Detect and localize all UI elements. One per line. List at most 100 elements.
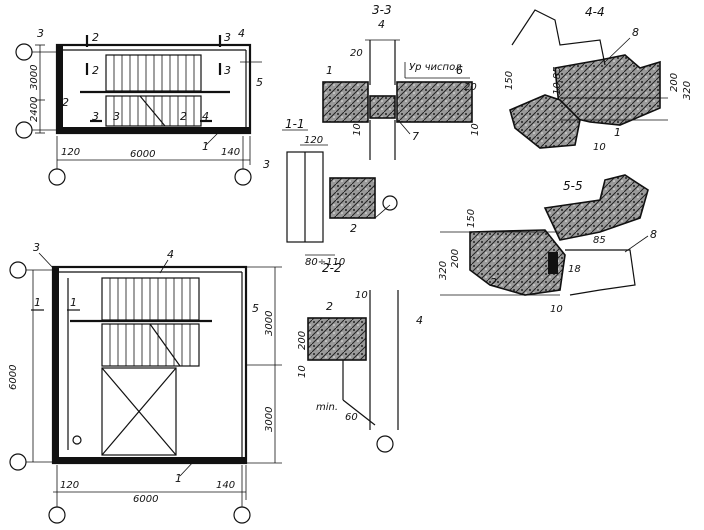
plan-top-mark-3d: 3: [224, 31, 231, 44]
plan-top-mark-3c: 3: [113, 110, 120, 123]
section-1-1: 1-1 120 3 2 80÷110: [263, 117, 398, 268]
plan-top-mark-4b: 4: [202, 110, 209, 123]
section-3-3-slab-left: [322, 81, 369, 123]
plan-bottom-mark-4: 4: [167, 248, 174, 261]
plan-top-dim-6000: 6000: [130, 149, 155, 160]
section-2-2-dim-200: 200: [297, 331, 308, 350]
section-2-2: 2-2 2 4 200 10 10 min. 60: [297, 261, 423, 453]
section-3-3-mark-4: 4: [378, 18, 385, 31]
plan-top-grid-bubble-a: [15, 43, 33, 61]
plan-bottom-mark-1c: 1: [175, 472, 182, 485]
section-4-4: 4-4 8 150 10,85 200 320 1 10: [504, 5, 693, 153]
plan-bottom-opening: [101, 367, 177, 456]
plan-top-dim-3000: 3000: [29, 65, 40, 90]
section-2-2-slab: [307, 317, 367, 361]
plan-top-mark-2d: 2: [180, 110, 187, 123]
plan-bottom: 6000 3000 3000 120 6000 140 3 4 5 1 1 1: [8, 241, 282, 524]
plan-top-dim-140: 140: [221, 147, 240, 158]
plan-top: 120 6000 140 2400 3000 3 2 2 2 3 3 2 4 3…: [15, 27, 263, 186]
plan-top-wall-left: [57, 45, 63, 133]
section-5-5-upper-flight: [543, 174, 649, 241]
section-2-2-mark-2: 2: [326, 300, 333, 313]
plan-bottom-wall-left: [53, 267, 59, 463]
plan-top-dim-2400: 2400: [29, 97, 40, 122]
plan-bottom-dim-3000-upper: 3000: [264, 311, 275, 336]
plan-top-mark-5: 5: [256, 76, 263, 89]
section-4-4-dim-10-85: 10,85: [552, 66, 563, 95]
plan-bottom-dim-6000-vert: 6000: [8, 365, 19, 390]
plan-top-flight-lower: [105, 95, 202, 127]
section-3-3-dim-20: 20: [350, 48, 363, 59]
plan-bottom-mark-3: 3: [33, 241, 40, 254]
section-3-3-dim-10a: 10: [352, 123, 363, 136]
section-3-3: 3-3 Ур чиспол 4 20 1 6 20 10 10 7: [322, 3, 481, 160]
plan-top-dim-120: 120: [61, 147, 80, 158]
plan-bottom-grid-bubble-a: [9, 261, 27, 279]
section-3-3-core: [369, 95, 396, 119]
plan-bottom-grid-bubble-c: [48, 506, 66, 524]
section-3-3-dim-20b: 20: [464, 82, 477, 93]
plan-bottom-mark-1b: 1: [70, 296, 77, 309]
section-5-5-dim-85: 85: [593, 235, 606, 246]
section-5-5-support: [548, 252, 558, 274]
plan-bottom-flight-upper: [101, 277, 200, 321]
section-1-1-slab: [329, 177, 376, 219]
section-4-4-dim-10: 10: [593, 142, 606, 153]
section-5-5-dim-320: 320: [438, 261, 449, 280]
section-5-5-title: 5-5: [563, 179, 583, 193]
plan-bottom-outline: [51, 265, 248, 465]
plan-bottom-grid-bubble-b: [9, 453, 27, 471]
section-1-1-title: 1-1: [285, 117, 305, 131]
plan-bottom-wall-bottom: [53, 457, 246, 462]
section-3-3-dim-10b: 10: [470, 123, 481, 136]
section-4-4-mark-1: 1: [614, 126, 621, 139]
section-2-2-dim-10b: 10: [355, 290, 368, 301]
section-4-4-dim-320: 320: [682, 81, 693, 100]
plan-top-wall-bottom: [57, 127, 250, 132]
plan-bottom-dim-3000-lower: 3000: [264, 407, 275, 432]
section-3-3-mark-1: 1: [326, 64, 333, 77]
section-5-5-mark-8: 8: [650, 228, 657, 241]
section-1-1-dim-80-110: 80÷110: [305, 257, 345, 268]
section-4-4-dim-150: 150: [504, 71, 515, 90]
section-4-4-dim-200: 200: [669, 73, 680, 92]
section-1-1-mark-2: 2: [350, 222, 357, 235]
plan-top-grid-bubble-d: [234, 168, 252, 186]
section-5-5-landing: [469, 229, 566, 296]
section-4-4-flight: [509, 94, 581, 149]
section-3-3-floor-level: Ур чиспол: [409, 62, 462, 73]
section-5-5-dim-200: 200: [450, 249, 461, 268]
section-2-2-dim-min: min.: [316, 402, 338, 413]
plan-top-mark-3b: 3: [92, 110, 99, 123]
section-5-5-dim-150: 150: [466, 209, 477, 228]
section-5-5-mark-2: 2: [490, 276, 497, 289]
plan-bottom-dim-6000: 6000: [133, 494, 158, 505]
section-4-4-title: 4-4: [585, 5, 605, 19]
plan-top-grid-bubble-c: [48, 168, 66, 186]
plan-top-mark-2b: 2: [92, 64, 99, 77]
section-5-5: 5-5 150 200 320 85 18 8 2 10: [438, 174, 657, 315]
section-2-2-title: 2-2: [322, 261, 342, 275]
plan-bottom-grid-bubble-d: [233, 506, 251, 524]
plan-top-outline: [55, 43, 252, 135]
section-3-3-mark-7: 7: [412, 130, 419, 143]
plan-bottom-dim-120: 120: [60, 480, 79, 491]
plan-top-mark-2c: 2: [62, 96, 69, 109]
plan-top-grid-bubble-b: [15, 121, 33, 139]
section-2-2-dim-60: 60: [345, 412, 358, 423]
section-2-2-dim-10a: 10: [297, 365, 308, 378]
section-1-1-dim-120: 120: [304, 135, 323, 146]
section-4-4-mark-8: 8: [632, 26, 639, 39]
section-3-3-slab-right: [396, 81, 473, 123]
plan-top-mark-1: 1: [202, 140, 209, 153]
section-5-5-dim-18: 18: [568, 264, 581, 275]
plan-bottom-mark-1a: 1: [34, 296, 41, 309]
section-5-5-dim-10: 10: [550, 304, 563, 315]
section-1-1-mark-3: 3: [263, 158, 270, 171]
plan-bottom-flight-lower: [101, 323, 200, 367]
plan-top-mark-3e: 3: [224, 64, 231, 77]
plan-bottom-mark-5: 5: [252, 302, 259, 315]
plan-top-flight-upper: [105, 54, 202, 92]
plan-top-mark-2a: 2: [92, 31, 99, 44]
